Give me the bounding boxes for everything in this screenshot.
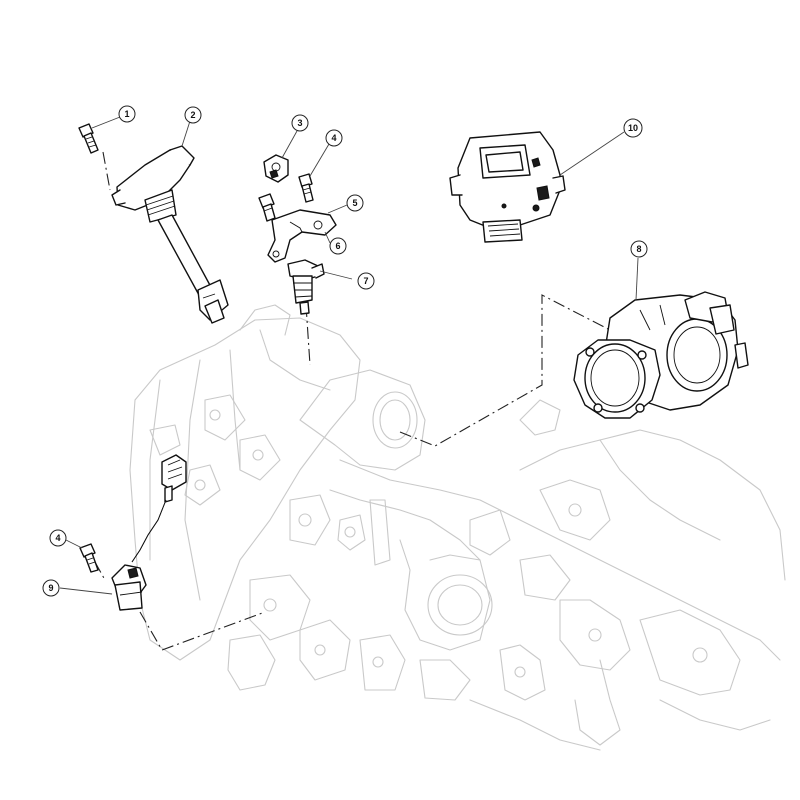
callout-4-upper: 4 — [325, 129, 343, 147]
sensor-part-9 — [111, 454, 187, 611]
callout-label: 3 — [297, 118, 302, 128]
callout-6: 6 — [329, 237, 347, 255]
callout-label: 2 — [190, 110, 195, 120]
ignition-coil-part-2 — [111, 145, 229, 324]
callout-5: 5 — [346, 194, 364, 212]
callout-1: 1 — [118, 105, 136, 123]
leader-lines — [59, 116, 639, 595]
alignment-lines — [94, 151, 611, 651]
callout-label: 4 — [331, 133, 336, 143]
callout-label: 6 — [335, 241, 340, 251]
sensor-mount-alignment-line — [139, 611, 266, 651]
callout-10: 10 — [623, 118, 643, 138]
callout-3: 3 — [291, 114, 309, 132]
bracket-part-5-6 — [267, 209, 337, 263]
callout-label: 8 — [636, 244, 641, 254]
bolt-part-4-upper — [298, 173, 314, 203]
fuel-injector-part-7 — [287, 259, 325, 315]
bolt-bracket-side — [258, 193, 276, 222]
callout-label: 4 — [55, 533, 60, 543]
callout-7: 7 — [357, 272, 375, 290]
engine-background — [129, 304, 786, 751]
coil-alignment-line — [102, 151, 111, 191]
bolt-part-4-lower — [79, 543, 99, 573]
callout-9: 9 — [42, 579, 60, 597]
callout-label: 9 — [48, 583, 53, 593]
throttle-body-alignment-line — [399, 294, 611, 447]
callout-8: 8 — [630, 240, 648, 258]
callout-label: 10 — [628, 123, 638, 133]
control-module-part-10 — [449, 131, 566, 243]
callout-4-lower: 4 — [49, 529, 67, 547]
injector-alignment-line — [305, 304, 311, 366]
callout-2: 2 — [184, 106, 202, 124]
callout-label: 7 — [363, 276, 368, 286]
callout-label: 1 — [124, 109, 129, 119]
throttle-body-part-8 — [573, 291, 749, 419]
callout-label: 5 — [352, 198, 357, 208]
bolt-part-1 — [78, 123, 99, 154]
bracket-clip-part-3 — [263, 154, 289, 183]
